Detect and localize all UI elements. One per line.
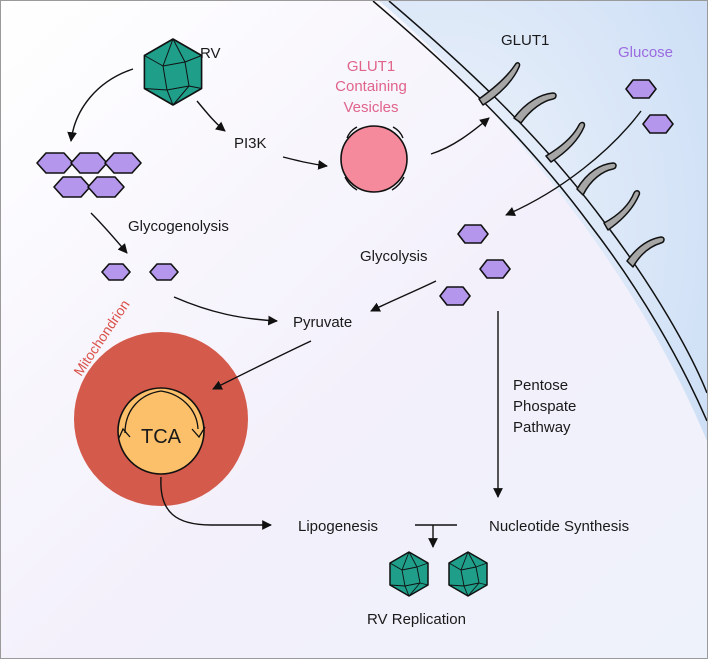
rv-virus-icon <box>143 38 203 106</box>
lipogenesis-label: Lipogenesis <box>298 518 378 535</box>
glucose-hexagon <box>625 79 657 99</box>
glut1-vesicle <box>340 125 408 193</box>
arrow-glucose-into-cell <box>505 110 642 216</box>
membrane-outer <box>372 1 707 422</box>
glucose-label: Glucose <box>618 44 673 61</box>
glut1-channel <box>626 236 665 268</box>
glucose-hexagon <box>149 263 179 281</box>
glut1-channel <box>478 62 521 106</box>
glycogen-cluster <box>36 152 142 198</box>
glut1-vesicles-label-line3: Vesicles <box>343 99 398 116</box>
arrow-tca-to-lipogenesis <box>160 476 272 530</box>
mitochondrion <box>74 332 248 506</box>
rv-replication-label: RV Replication <box>367 611 466 628</box>
pentose-label-line2: Phospate <box>513 398 576 415</box>
arrow-rv-to-glycogen <box>67 68 134 142</box>
extracellular-region <box>379 1 707 441</box>
glucose-hexagon <box>642 114 674 134</box>
nucleotide-synthesis-label: Nucleotide Synthesis <box>489 518 629 535</box>
glut1-vesicles-label-line2: Containing <box>335 78 407 95</box>
glut1-channel <box>603 190 641 231</box>
arrow-rv-to-pi3k <box>196 100 226 132</box>
glucose-hexagon <box>439 286 471 306</box>
arrow-glycolysis-to-pyruvate <box>370 280 437 312</box>
arrow-glycogenolysis <box>90 212 128 254</box>
glycolysis-label: Glycolysis <box>360 248 428 265</box>
arrow-vesicle-to-glut1 <box>430 117 490 155</box>
rv-label: RV <box>200 45 221 62</box>
glycogenolysis-label: Glycogenolysis <box>128 218 229 235</box>
pentose-label-line3: Pathway <box>513 419 571 436</box>
glut1-channel <box>545 121 586 163</box>
arrow-pyruvate-to-tca <box>212 340 312 390</box>
membrane-inner <box>388 1 707 394</box>
glut1-label: GLUT1 <box>501 32 549 49</box>
tca-label: TCA <box>141 426 182 448</box>
glucose-hexagon <box>101 263 131 281</box>
glut1-vesicles-label-line1: GLUT1 <box>347 58 395 75</box>
glucose-hexagon <box>479 259 511 279</box>
glucose-hexagon <box>457 224 489 244</box>
pi3k-label: PI3K <box>234 135 267 152</box>
glut1-channel <box>513 92 557 124</box>
glut1-channel <box>576 162 617 196</box>
pentose-label-line1: Pentose <box>513 377 568 394</box>
pyruvate-label: Pyruvate <box>293 314 352 331</box>
rv-virion-icon <box>448 551 488 597</box>
arrow-glucose-to-pyruvate <box>173 296 278 326</box>
rv-virion-icon <box>389 551 429 597</box>
arrow-pi3k-to-vesicle <box>282 156 328 170</box>
